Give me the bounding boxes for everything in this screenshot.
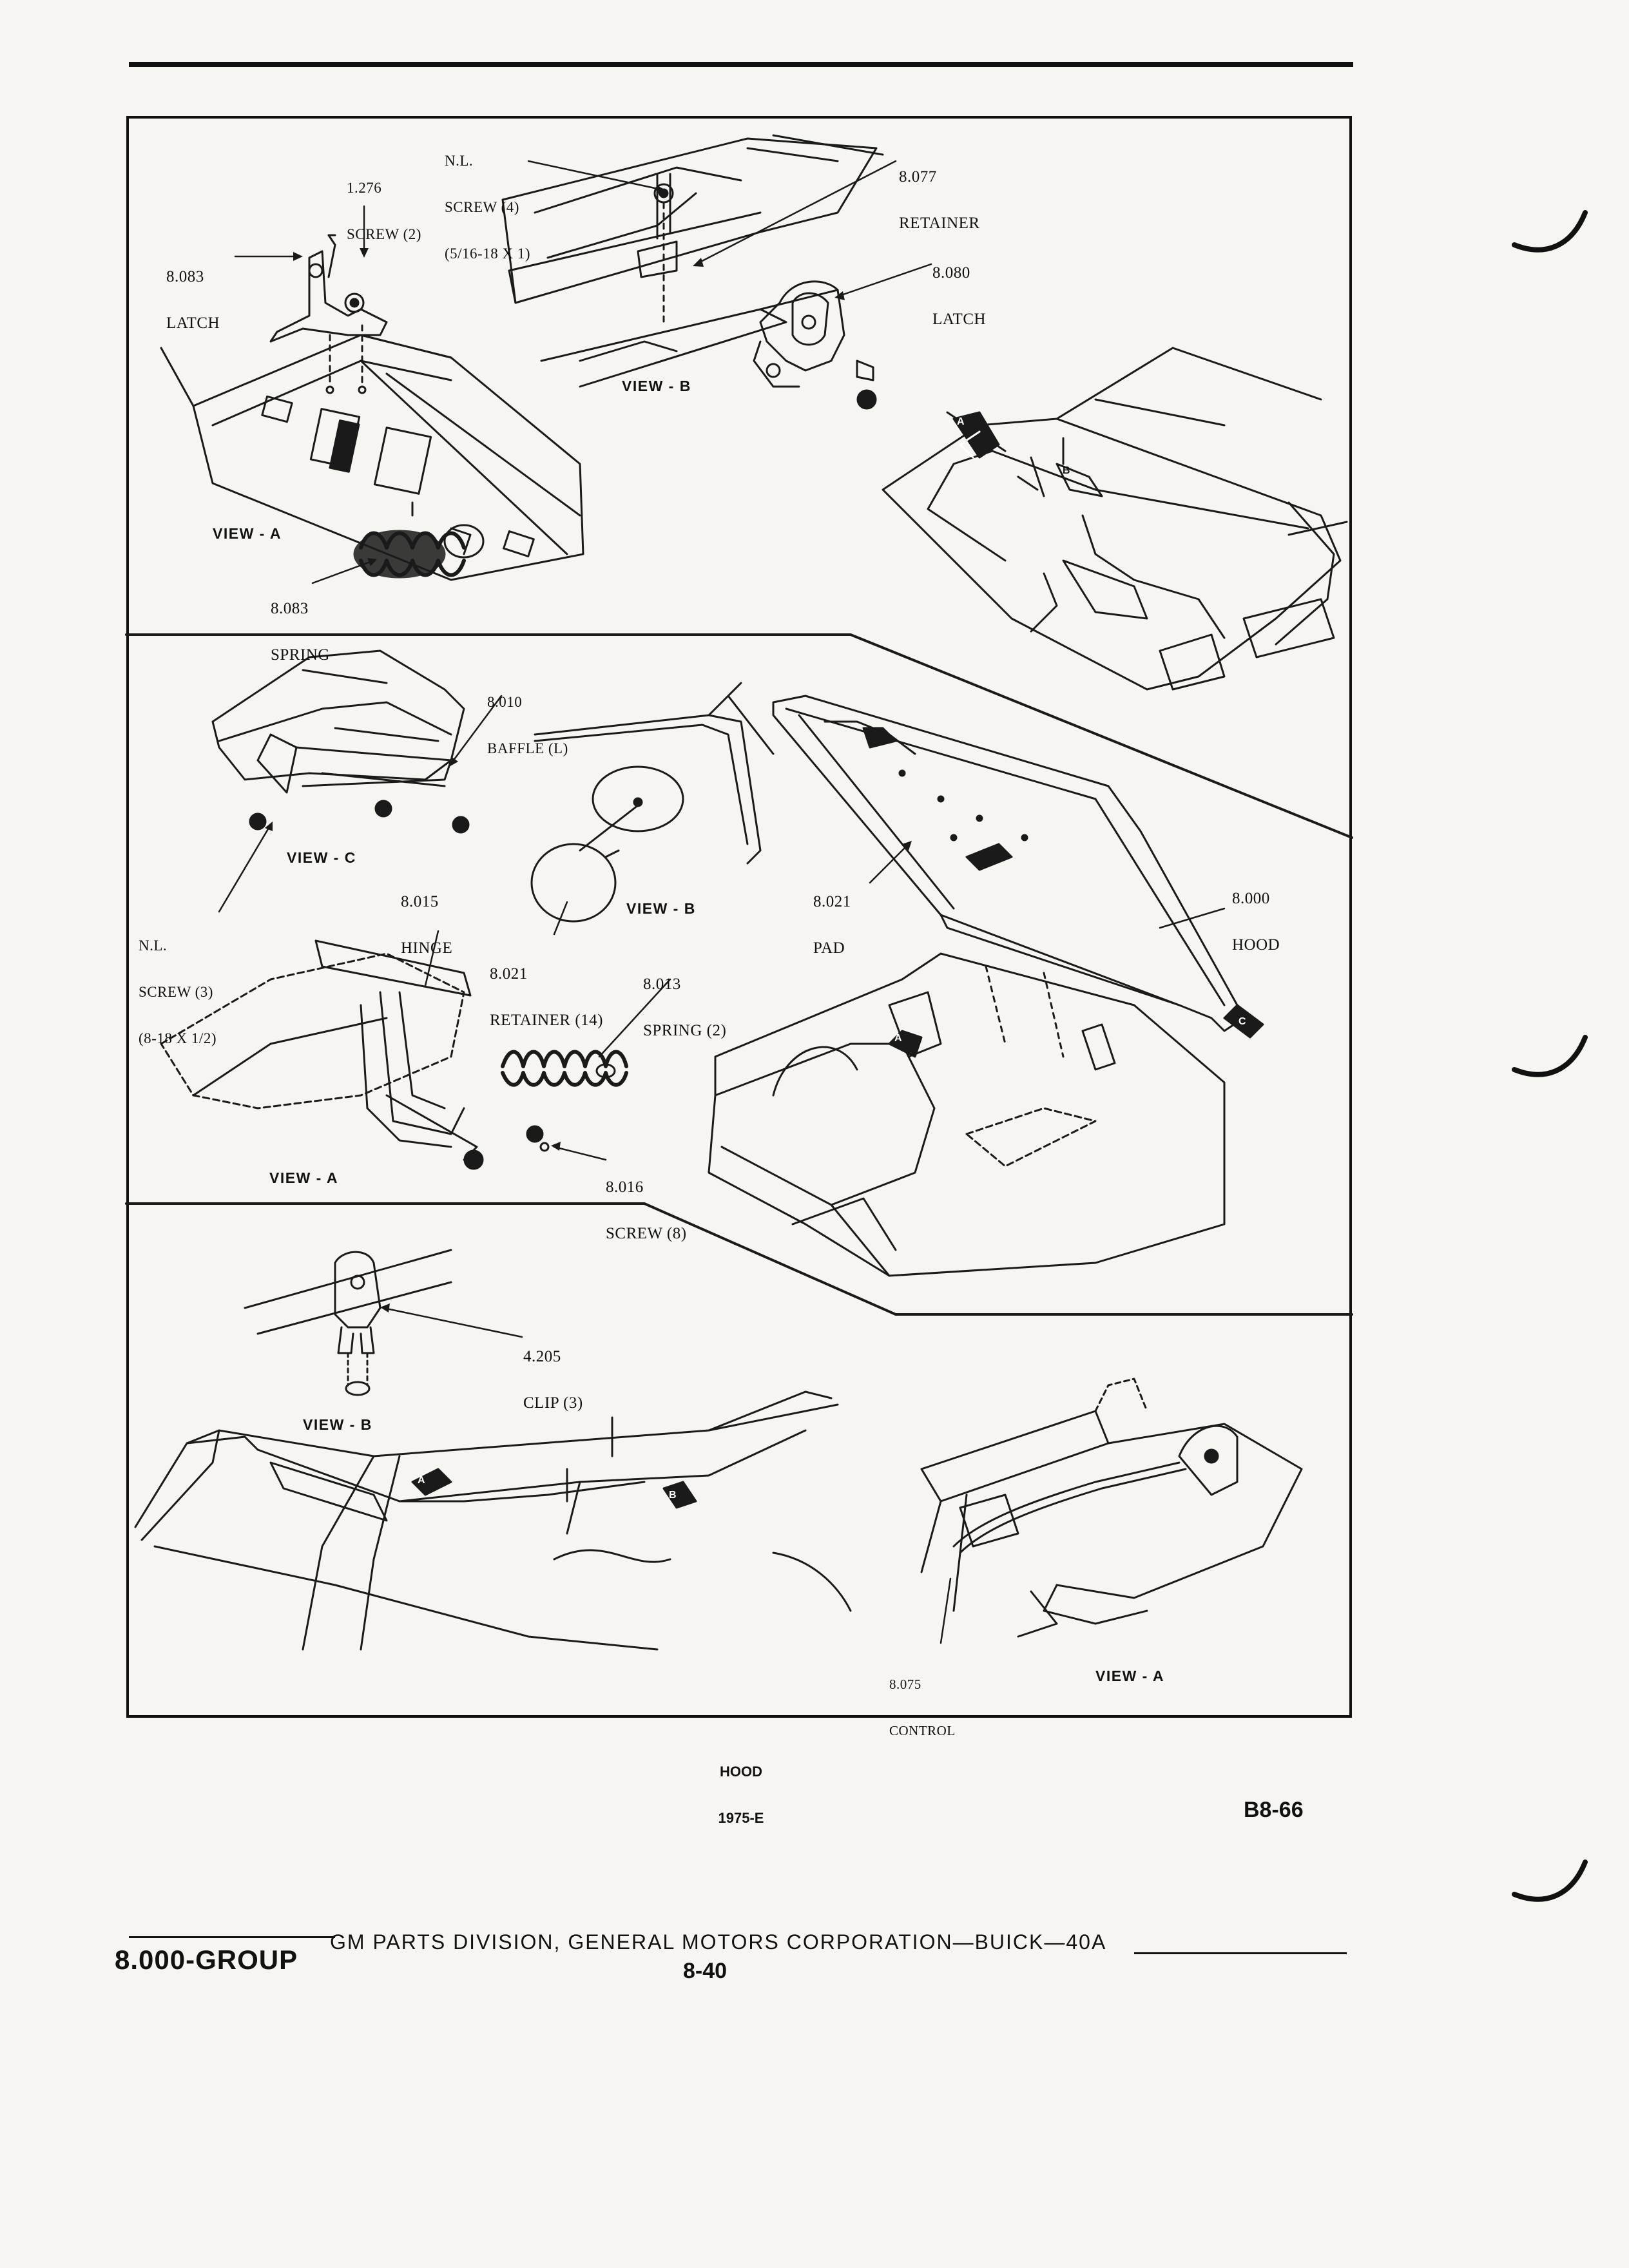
view-c-label: VIEW - C bbox=[287, 849, 356, 866]
bottom-cable-drawing bbox=[134, 1390, 852, 1651]
footer-rule-left bbox=[129, 1936, 335, 1938]
footer-rule-right bbox=[1134, 1952, 1347, 1954]
view-b-retainer-drawing bbox=[530, 682, 775, 923]
callout-part-name: RETAINER (14) bbox=[490, 1012, 603, 1029]
callout-number: 8.075 bbox=[889, 1677, 921, 1692]
footer-publisher: GM PARTS DIVISION, GENERAL MOTORS CORPOR… bbox=[330, 1930, 1107, 1954]
callout-retainer-8021: 8.021 RETAINER (14) bbox=[490, 936, 603, 1044]
footer-group: 8.000-GROUP bbox=[115, 1945, 298, 1975]
view-a-label-top: VIEW - A bbox=[213, 525, 282, 542]
callout-part-name: SPRING (2) bbox=[643, 1022, 727, 1039]
callout-number: 8.010 bbox=[487, 694, 523, 710]
arrow-tag-b-top: B bbox=[1063, 465, 1072, 476]
footer-page-number: 8-40 bbox=[683, 1959, 728, 1983]
callout-part-name: CONTROL bbox=[889, 1723, 956, 1738]
callout-part-name: BAFFLE (L) bbox=[487, 740, 568, 756]
callout-pad-8021: 8.021 PAD bbox=[813, 863, 851, 972]
callout-number: 8.080 bbox=[932, 264, 970, 282]
callout-retainer-8077: 8.077 RETAINER bbox=[899, 139, 980, 247]
view-b-radiator-support bbox=[501, 134, 884, 388]
callout-number: 8.077 bbox=[899, 168, 937, 186]
view-a-cowl-panel bbox=[160, 334, 584, 581]
hood-open-drawing bbox=[708, 695, 1264, 1277]
latch-8083-drawing bbox=[269, 234, 388, 394]
callout-part-name: HINGE bbox=[401, 939, 453, 957]
callout-leaders bbox=[218, 160, 1226, 1644]
callout-latch-8080: 8.080 LATCH bbox=[932, 235, 986, 343]
callout-number: N.L. bbox=[139, 937, 168, 954]
view-c-baffle-drawing bbox=[211, 649, 470, 834]
callout-number: 8.021 bbox=[490, 965, 528, 983]
callout-screw-8016: 8.016 SCREW (8) bbox=[606, 1149, 687, 1257]
panel-divider-top bbox=[125, 633, 1353, 839]
view-a-control-drawing bbox=[920, 1378, 1303, 1638]
binder-mark-2 bbox=[1512, 1035, 1588, 1077]
view-a-hinge-drawing bbox=[160, 939, 628, 1170]
binder-mark-1 bbox=[1512, 210, 1588, 253]
callout-part-name: SCREW (3) bbox=[139, 984, 213, 1000]
callout-number: 4.205 bbox=[523, 1348, 561, 1365]
callout-part-name: SCREW (2) bbox=[347, 226, 421, 242]
callout-size: (5/16-18 x 1) bbox=[445, 245, 530, 262]
arrow-tag-c-hood: C bbox=[1239, 1016, 1248, 1027]
binder-mark-3 bbox=[1512, 1860, 1588, 1902]
callout-screw-1276: 1.276 SCREW (2) bbox=[347, 149, 421, 258]
callout-number: 1.276 bbox=[347, 180, 382, 196]
callout-number: 8.015 bbox=[401, 893, 439, 910]
callout-part-name: SCREW (8) bbox=[606, 1225, 687, 1242]
view-b-label-middle: VIEW - B bbox=[626, 900, 696, 917]
header-rule bbox=[129, 62, 1353, 67]
callout-hood-8000: 8.000 HOOD bbox=[1232, 860, 1280, 968]
leader-arrowheads bbox=[265, 186, 912, 1312]
callout-number: 8.021 bbox=[813, 893, 851, 910]
callout-part-name: SCREW (4) bbox=[445, 199, 519, 215]
latch-8080-drawing bbox=[753, 280, 877, 410]
arrow-tag-a-bottom: A bbox=[418, 1475, 427, 1486]
view-a-label-bottom: VIEW - A bbox=[1095, 1667, 1164, 1684]
illustration-frame bbox=[126, 116, 1352, 1718]
callout-part-name: LATCH bbox=[166, 314, 220, 332]
callout-control-8075: 8.075 CONTROL bbox=[889, 1646, 956, 1754]
callout-number: 8.000 bbox=[1232, 890, 1270, 907]
figure-caption: HOOD 1975-E bbox=[644, 1733, 838, 1841]
callout-number: 8.013 bbox=[643, 975, 681, 993]
callout-number: 8.083 bbox=[271, 600, 309, 617]
view-b-clip-drawing bbox=[244, 1249, 452, 1396]
figure-code: B8-66 bbox=[1244, 1798, 1304, 1822]
callout-baffle-8010: 8.010 BAFFLE (L) bbox=[487, 664, 568, 772]
callout-number: 8.083 bbox=[166, 268, 204, 285]
arrow-tag-a-hood: A bbox=[894, 1033, 903, 1044]
callout-clip-4205: 4.205 CLIP (3) bbox=[523, 1318, 583, 1427]
callout-part-name: HOOD bbox=[1232, 936, 1280, 954]
figure-title: HOOD bbox=[720, 1763, 762, 1780]
view-a-label-middle: VIEW - A bbox=[269, 1169, 338, 1186]
callout-spring-8013: 8.013 SPRING (2) bbox=[643, 946, 726, 1054]
panel-divider-bottom bbox=[125, 1202, 1353, 1316]
callout-latch-8083: 8.083 LATCH bbox=[166, 238, 220, 347]
arrow-tag-a-top: A bbox=[957, 416, 966, 427]
callout-screw-nl-3: N.L. SCREW (3) (8-18 x 1/2) bbox=[139, 907, 217, 1062]
view-b-label-top: VIEW - B bbox=[622, 378, 691, 394]
arrow-tag-b-bottom: B bbox=[669, 1490, 678, 1501]
callout-part-name: LATCH bbox=[932, 311, 987, 328]
callout-hinge-8015: 8.015 HINGE bbox=[401, 863, 452, 972]
figure-year: 1975-E bbox=[718, 1810, 764, 1826]
car-front-top-drawing bbox=[882, 347, 1348, 691]
callout-part-name: PAD bbox=[813, 939, 845, 957]
callout-size: (8-18 x 1/2) bbox=[139, 1030, 217, 1046]
callout-part-name: CLIP (3) bbox=[523, 1394, 583, 1412]
callout-spring-8083: 8.083 SPRING bbox=[271, 570, 330, 678]
callout-number: 8.016 bbox=[606, 1178, 644, 1196]
callout-number: N.L. bbox=[445, 153, 474, 169]
callout-screw-nl-4: N.L. SCREW (4) (5/16-18 x 1) bbox=[445, 122, 530, 277]
callout-part-name: RETAINER bbox=[899, 215, 980, 232]
spring-8083-drawing bbox=[353, 524, 535, 579]
view-b-label-bottom: VIEW - B bbox=[303, 1416, 372, 1433]
callout-part-name: SPRING bbox=[271, 646, 330, 664]
